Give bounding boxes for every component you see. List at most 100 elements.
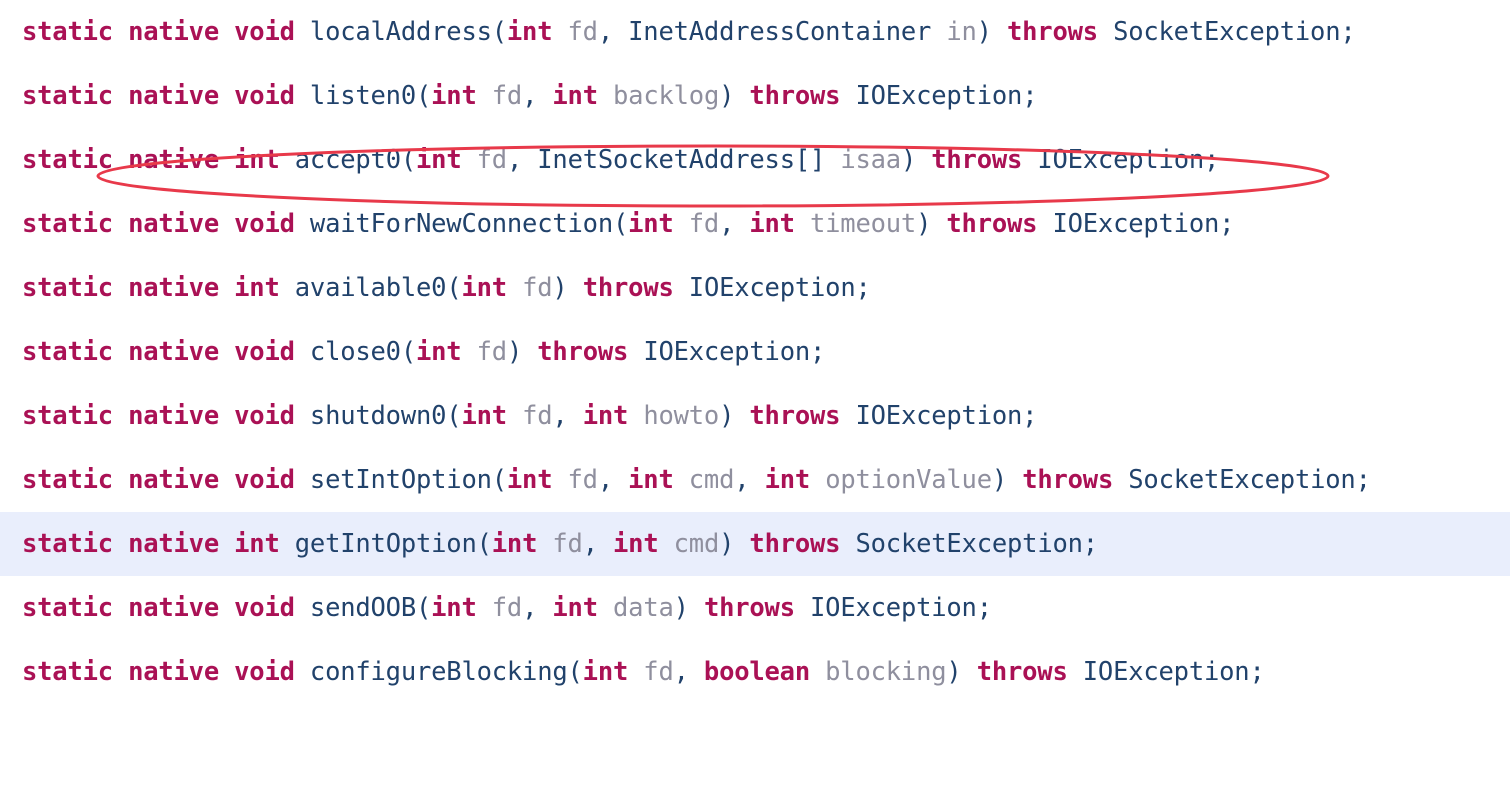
code-line[interactable]: static native void shutdown0(int fd, int… — [0, 384, 1510, 448]
code-token-plain — [658, 529, 673, 559]
code-token-kw: throws — [1022, 465, 1114, 495]
code-token-kw: int — [764, 465, 811, 495]
code-token-type: SocketException — [1113, 17, 1341, 47]
code-token-type: IOException — [855, 81, 1023, 111]
code-token-kw: native — [128, 529, 219, 559]
code-token-plain — [840, 401, 855, 431]
code-token-kw: native — [128, 81, 219, 111]
code-token-plain — [477, 593, 492, 623]
code-token-plain — [113, 209, 128, 239]
code-token-kw: static — [22, 657, 113, 687]
code-token-punct: ; — [1355, 465, 1371, 495]
code-token-param: fd — [643, 657, 674, 687]
code-token-plain — [295, 465, 310, 495]
code-line[interactable]: static native int getIntOption(int fd, i… — [0, 512, 1510, 576]
code-token-punct: ( — [491, 17, 507, 47]
code-token-punct: ) — [900, 145, 932, 175]
code-line[interactable]: static native void setIntOption(int fd, … — [0, 448, 1510, 512]
code-token-punct: ; — [976, 593, 992, 623]
code-token-plain — [219, 465, 234, 495]
code-token-ident: available0 — [294, 273, 447, 303]
code-token-kw: static — [22, 81, 113, 111]
code-token-kw: native — [128, 273, 219, 303]
code-line[interactable]: static native int available0(int fd) thr… — [0, 256, 1510, 320]
code-line-list: static native void localAddress(int fd, … — [0, 0, 1510, 704]
code-token-plain — [628, 657, 643, 687]
code-token-punct: ( — [400, 337, 416, 367]
code-token-punct: , — [506, 145, 538, 175]
code-token-kw: void — [234, 81, 295, 111]
code-token-plain — [295, 209, 310, 239]
code-token-punct: ; — [1082, 529, 1098, 559]
code-token-punct: ) — [552, 273, 583, 303]
code-token-punct: ) — [719, 529, 750, 559]
code-token-plain — [295, 401, 310, 431]
code-line[interactable]: static native void close0(int fd) throws… — [0, 320, 1510, 384]
code-token-param: fd — [522, 273, 553, 303]
code-token-plain — [113, 273, 128, 303]
code-line[interactable]: static native void configureBlocking(int… — [0, 640, 1510, 704]
code-token-kw: void — [234, 593, 295, 623]
code-token-punct: ( — [416, 593, 432, 623]
code-token-plain — [219, 657, 234, 687]
code-token-kw: throws — [931, 145, 1023, 175]
code-token-param: in — [946, 17, 977, 47]
code-token-kw: int — [431, 81, 477, 111]
code-token-plain — [1037, 209, 1052, 239]
code-token-ident: waitForNewConnection — [309, 209, 613, 239]
code-token-plain — [295, 17, 310, 47]
code-line[interactable]: static native void listen0(int fd, int b… — [0, 64, 1510, 128]
code-line[interactable]: static native int accept0(int fd, InetSo… — [0, 128, 1510, 192]
code-token-plain — [219, 145, 234, 175]
code-token-kw: static — [22, 209, 113, 239]
code-token-kw: native — [128, 657, 219, 687]
code-token-plain — [219, 337, 234, 367]
code-token-punct: , — [552, 401, 583, 431]
code-token-plain — [931, 17, 946, 47]
code-token-kw: int — [416, 145, 462, 175]
code-token-punct: ; — [1219, 209, 1235, 239]
code-token-param: fd — [567, 17, 599, 47]
code-token-kw: int — [749, 209, 795, 239]
code-token-punct: ) — [916, 209, 947, 239]
code-line[interactable]: static native void sendOOB(int fd, int d… — [0, 576, 1510, 640]
code-token-kw: int — [552, 81, 598, 111]
code-token-plain — [1022, 145, 1037, 175]
code-token-type: SocketException — [855, 529, 1083, 559]
code-token-plain — [674, 273, 689, 303]
code-token-plain — [674, 465, 689, 495]
code-token-plain — [1068, 657, 1083, 687]
code-token-type: InetSocketAddress[] — [537, 145, 826, 175]
code-token-kw: static — [22, 145, 113, 175]
code-token-type: InetAddressContainer — [628, 17, 932, 47]
code-token-kw: int — [613, 529, 659, 559]
code-token-plain — [537, 529, 552, 559]
code-token-kw: int — [461, 273, 507, 303]
code-token-type: IOException — [1052, 209, 1220, 239]
code-token-kw: static — [22, 273, 113, 303]
code-token-param: fd — [491, 81, 523, 111]
code-token-plain — [1098, 17, 1113, 47]
code-token-plain — [113, 529, 128, 559]
code-line[interactable]: static native void waitForNewConnection(… — [0, 192, 1510, 256]
code-token-kw: throws — [749, 81, 841, 111]
code-token-kw: throws — [946, 209, 1038, 239]
code-token-plain — [113, 337, 128, 367]
code-token-type: IOException — [855, 401, 1023, 431]
code-token-kw: native — [128, 337, 219, 367]
code-line[interactable]: static native void localAddress(int fd, … — [0, 0, 1510, 64]
code-token-ident: setIntOption — [309, 465, 492, 495]
code-token-kw: void — [234, 401, 295, 431]
code-token-plain — [280, 529, 295, 559]
code-token-kw: throws — [1006, 17, 1098, 47]
code-token-punct: , — [597, 17, 629, 47]
code-token-plain — [461, 337, 476, 367]
code-token-param: fd — [476, 337, 508, 367]
code-token-kw: int — [628, 209, 674, 239]
code-token-plain — [810, 465, 825, 495]
code-token-punct: ) — [506, 337, 538, 367]
code-token-plain — [598, 81, 613, 111]
code-token-kw: throws — [582, 273, 674, 303]
code-token-plain — [113, 593, 128, 623]
code-token-param: optionValue — [825, 465, 992, 495]
